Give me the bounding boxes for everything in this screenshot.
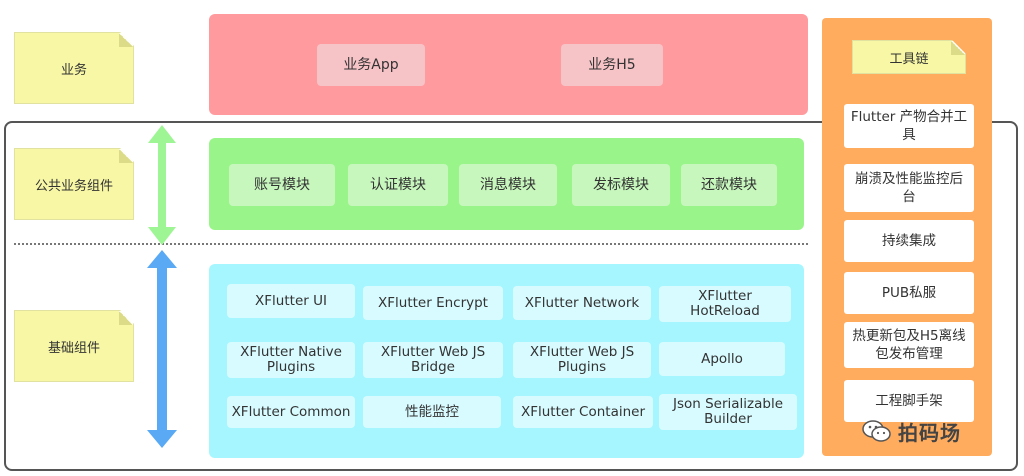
toolchain-panel: 工具链 Flutter 产物合并工具 崩溃及性能监控后台 持续集成 PUB私服 …: [822, 18, 992, 456]
toolchain-item: 持续集成: [844, 220, 974, 262]
business-h5-label: 业务H5: [588, 56, 636, 73]
basic-module-box: XFlutter UI: [227, 284, 355, 318]
basic-module-label: XFlutter Common: [231, 403, 351, 420]
wechat-icon: [862, 420, 891, 442]
basic-module-box: Json Serializable Builder: [659, 394, 797, 430]
common-module-box: 账号模块: [229, 164, 335, 206]
basic-module-label: Apollo: [701, 350, 743, 367]
basic-module-box: Apollo: [659, 342, 785, 376]
business-app-box: 业务App: [317, 44, 425, 86]
toolchain-item: Flutter 产物合并工具: [844, 104, 974, 148]
basic-module-box: XFlutter Web JS Bridge: [363, 342, 503, 378]
basic-module-box: XFlutter HotReload: [659, 286, 791, 322]
toolchain-item-label: 持续集成: [882, 233, 936, 249]
outer-frame: [4, 121, 1018, 471]
common-business-panel: 账号模块 认证模块 消息模块 发标模块 还款模块: [209, 138, 804, 230]
basic-module-box: XFlutter Container: [513, 396, 653, 428]
toolchain-item: PUB私服: [844, 272, 974, 314]
label-toolchain-text: 工具链: [889, 51, 929, 67]
common-module-box: 还款模块: [681, 164, 777, 206]
basic-module-label: Json Serializable Builder: [672, 396, 784, 427]
common-module-label: 消息模块: [480, 176, 536, 193]
business-app-label: 业务App: [343, 56, 399, 73]
toolchain-item: 崩溃及性能监控后台: [844, 164, 974, 212]
basic-components-panel: XFlutter UI XFlutter Encrypt XFlutter Ne…: [209, 264, 804, 458]
common-module-label: 账号模块: [254, 176, 310, 193]
green-double-arrow: [148, 125, 176, 245]
basic-module-box: XFlutter Common: [227, 396, 355, 428]
label-toolchain: 工具链: [852, 40, 966, 74]
label-basic-components-text: 基础组件: [47, 340, 100, 356]
basic-module-label: XFlutter Network: [524, 294, 640, 311]
toolchain-item-label: 工程脚手架: [875, 393, 943, 409]
blue-double-arrow: [147, 250, 177, 448]
basic-module-label: XFlutter Container: [520, 403, 646, 420]
watermark: 拍码场: [862, 418, 1002, 445]
basic-module-label: XFlutter Encrypt: [378, 294, 488, 311]
common-module-box: 发标模块: [572, 164, 670, 206]
basic-module-label: XFlutter Web JS Plugins: [529, 344, 635, 375]
basic-module-label: XFlutter Native Plugins: [240, 344, 342, 375]
watermark-text: 拍码场: [898, 420, 961, 445]
toolchain-item: 热更新包及H5离线包发布管理: [844, 322, 974, 368]
label-basic-components: 基础组件: [14, 310, 134, 382]
basic-module-box: XFlutter Native Plugins: [227, 342, 355, 378]
toolchain-item-label: 崩溃及性能监控后台: [855, 171, 963, 205]
toolchain-item-label: Flutter 产物合并工具: [850, 109, 968, 143]
basic-module-box: XFlutter Encrypt: [363, 286, 503, 320]
toolchain-item: 工程脚手架: [844, 380, 974, 422]
basic-module-box: 性能监控: [363, 396, 501, 428]
basic-module-label: XFlutter UI: [255, 292, 327, 309]
toolchain-item-label: 热更新包及H5离线包发布管理: [852, 328, 966, 362]
common-module-box: 认证模块: [348, 164, 448, 206]
basic-module-box: XFlutter Web JS Plugins: [513, 342, 651, 378]
label-business-text: 业务: [60, 62, 87, 78]
business-h5-box: 业务H5: [561, 44, 663, 86]
business-layer-panel: 业务App 业务H5: [209, 14, 808, 115]
label-common-business-components: 公共业务组件: [14, 148, 134, 220]
common-module-label: 发标模块: [593, 176, 649, 193]
layer-separator: [14, 243, 808, 245]
basic-module-label: XFlutter HotReload: [690, 288, 760, 319]
label-business: 业务: [14, 32, 134, 104]
basic-module-label: 性能监控: [405, 403, 459, 420]
common-module-label: 认证模块: [370, 176, 426, 193]
common-module-label: 还款模块: [701, 176, 757, 193]
label-common-business-components-text: 公共业务组件: [34, 178, 113, 194]
basic-module-box: XFlutter Network: [513, 286, 651, 320]
basic-module-label: XFlutter Web JS Bridge: [380, 344, 486, 375]
toolchain-item-label: PUB私服: [881, 285, 937, 301]
common-module-box: 消息模块: [459, 164, 557, 206]
